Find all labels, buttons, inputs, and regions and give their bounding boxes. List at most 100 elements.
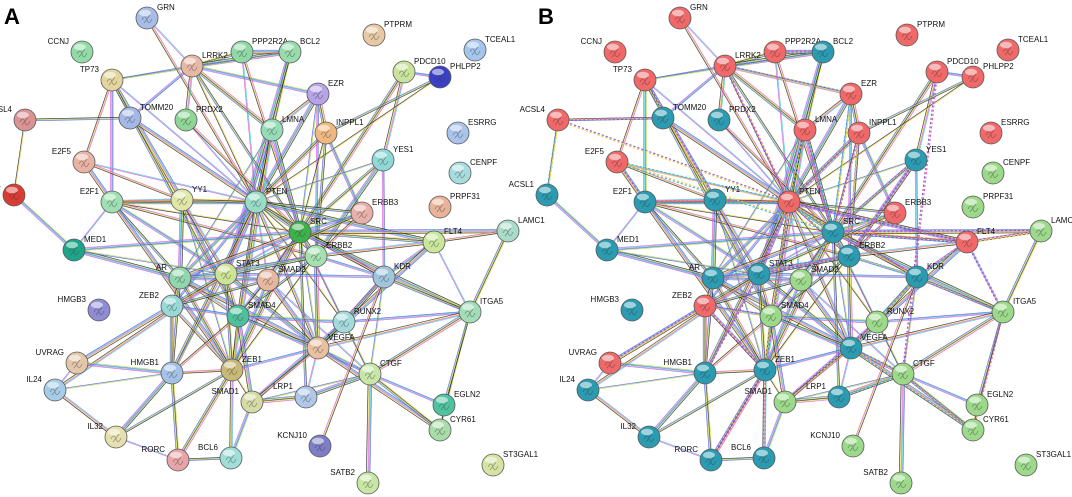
- node-erbb3[interactable]: ERBB3: [350, 198, 399, 225]
- node-runx2[interactable]: RUNX2: [332, 307, 382, 334]
- node-kcnj10[interactable]: KCNJ10: [810, 431, 865, 458]
- node-yes1[interactable]: YES1: [904, 145, 947, 172]
- node-zeb2[interactable]: ZEB2: [139, 291, 184, 318]
- node-lamc1[interactable]: LAMC1: [496, 216, 545, 243]
- node-tp73[interactable]: TP73: [80, 65, 124, 92]
- node-zeb2[interactable]: ZEB2: [672, 291, 717, 318]
- node-esrrg[interactable]: ESRRG: [979, 118, 1029, 145]
- node-acsl4[interactable]: ACSL4: [520, 105, 570, 132]
- node-yy1[interactable]: YY1: [703, 185, 741, 212]
- node-ctgf[interactable]: CTGF: [358, 359, 402, 386]
- node-pdcd10[interactable]: PDCD10: [392, 57, 446, 84]
- node-il32[interactable]: IL32: [620, 422, 661, 449]
- node-ar[interactable]: AR: [689, 263, 725, 290]
- node-il24[interactable]: IL24: [26, 375, 67, 402]
- node-cenpf[interactable]: CENPF: [448, 158, 497, 185]
- node-st3gal1[interactable]: ST3GAL1: [481, 450, 539, 477]
- node-prpf31[interactable]: PRPF31: [428, 192, 481, 219]
- node-egln2[interactable]: EGLN2: [432, 390, 481, 417]
- node-smad1[interactable]: SMAD1: [211, 387, 264, 414]
- node-hmgb1[interactable]: HMGB1: [131, 358, 184, 385]
- node-lmna[interactable]: LMNA: [260, 115, 305, 142]
- node-grn[interactable]: GRN: [135, 3, 175, 30]
- node-satb2[interactable]: SATB2: [330, 468, 380, 495]
- node-vegfa[interactable]: VEGFA: [306, 333, 355, 360]
- node-vegfa[interactable]: VEGFA: [839, 333, 888, 360]
- node-stat3[interactable]: STAT3: [214, 259, 260, 286]
- node-cyr61[interactable]: CYR61: [961, 415, 1009, 442]
- node-yy1[interactable]: YY1: [170, 185, 208, 212]
- node-phlpp2[interactable]: PHLPP2: [961, 62, 1014, 89]
- node-prdx2[interactable]: PRDX2: [174, 105, 223, 132]
- node-lrrk2[interactable]: LRRK2: [180, 51, 228, 78]
- node-kcnj10[interactable]: KCNJ10: [277, 431, 332, 458]
- node-lrp1[interactable]: LRP1: [806, 382, 851, 409]
- node-ppp2r2a[interactable]: PPP2R2A: [763, 37, 822, 64]
- node-erbb3[interactable]: ERBB3: [883, 198, 932, 225]
- node-hmgb1[interactable]: HMGB1: [664, 358, 717, 385]
- node-bcl6[interactable]: BCL6: [198, 443, 243, 470]
- node-tceal1[interactable]: TCEAL1: [463, 35, 516, 62]
- node-kdr[interactable]: KDR: [372, 262, 411, 289]
- node-e2f1[interactable]: E2F1: [80, 187, 124, 214]
- node-ccnj[interactable]: CCNJ: [48, 37, 94, 64]
- node-e2f5[interactable]: E2F5: [585, 147, 629, 174]
- node-ptprm[interactable]: PTPRM: [895, 20, 945, 47]
- node-tp73[interactable]: TP73: [613, 65, 657, 92]
- node-lamc1[interactable]: LAMC1: [1029, 216, 1072, 243]
- node-st3gal1[interactable]: ST3GAL1: [1014, 450, 1072, 477]
- node-rorc[interactable]: RORC: [674, 445, 723, 472]
- node-smad2[interactable]: SMAD2: [256, 265, 306, 292]
- node-smad4[interactable]: SMAD4: [226, 301, 276, 328]
- node-hmgb3[interactable]: HMGB3: [591, 295, 644, 322]
- node-ccnj[interactable]: CCNJ: [581, 37, 627, 64]
- node-e2f1[interactable]: E2F1: [613, 187, 657, 214]
- node-ctgf[interactable]: CTGF: [891, 359, 935, 386]
- node-stat3[interactable]: STAT3: [747, 259, 793, 286]
- node-egln2[interactable]: EGLN2: [965, 390, 1014, 417]
- node-yes1[interactable]: YES1: [371, 145, 414, 172]
- node-inppl1[interactable]: INPPL1: [314, 118, 364, 145]
- node-ar[interactable]: AR: [156, 263, 192, 290]
- node-lmna[interactable]: LMNA: [793, 115, 838, 142]
- node-hmgb3[interactable]: HMGB3: [58, 295, 111, 322]
- node-ppp2r2a[interactable]: PPP2R2A: [230, 37, 289, 64]
- node-il32[interactable]: IL32: [87, 422, 128, 449]
- node-flt4[interactable]: FLT4: [955, 227, 996, 254]
- node-ezr[interactable]: EZR: [306, 79, 344, 106]
- node-tceal1[interactable]: TCEAL1: [996, 35, 1049, 62]
- node-ptprm[interactable]: PTPRM: [362, 20, 412, 47]
- node-satb2[interactable]: SATB2: [863, 468, 913, 495]
- node-src[interactable]: SRC: [821, 217, 860, 244]
- node-il24[interactable]: IL24: [559, 375, 600, 402]
- node-smad1[interactable]: SMAD1: [744, 387, 797, 414]
- node-acsl1[interactable]: ACSL1: [509, 180, 559, 207]
- node-lrp1[interactable]: LRP1: [273, 382, 318, 409]
- node-erbb2[interactable]: ERBB2: [837, 241, 886, 268]
- node-inppl1[interactable]: INPPL1: [847, 118, 897, 145]
- node-kdr[interactable]: KDR: [905, 262, 944, 289]
- node-bcl2[interactable]: BCL2: [811, 37, 854, 64]
- node-smad4[interactable]: SMAD4: [759, 301, 809, 328]
- node-acsl4[interactable]: ACSL4: [0, 105, 37, 132]
- node-pdcd10[interactable]: PDCD10: [925, 57, 979, 84]
- node-phlpp2[interactable]: PHLPP2: [428, 62, 481, 89]
- node-uvrag[interactable]: UVRAG: [569, 348, 622, 375]
- node-itga5[interactable]: ITGA5: [991, 297, 1037, 324]
- node-esrrg[interactable]: ESRRG: [446, 118, 496, 145]
- node-grn[interactable]: GRN: [668, 3, 708, 30]
- node-zeb1[interactable]: ZEB1: [753, 355, 796, 382]
- node-e2f5[interactable]: E2F5: [52, 147, 96, 174]
- node-pten[interactable]: PTEN: [244, 187, 288, 214]
- node-tomm20[interactable]: TOMM20: [651, 103, 707, 130]
- node-bcl2[interactable]: BCL2: [278, 37, 321, 64]
- node-med1[interactable]: MED1: [62, 235, 107, 262]
- node-rorc[interactable]: RORC: [141, 445, 190, 472]
- node-acsl1[interactable]: ACSL1: [0, 180, 26, 207]
- node-tomm20[interactable]: TOMM20: [118, 103, 174, 130]
- node-cyr61[interactable]: CYR61: [428, 415, 476, 442]
- node-prpf31[interactable]: PRPF31: [961, 192, 1014, 219]
- node-src[interactable]: SRC: [288, 217, 327, 244]
- node-zeb1[interactable]: ZEB1: [220, 355, 263, 382]
- node-lrrk2[interactable]: LRRK2: [713, 51, 761, 78]
